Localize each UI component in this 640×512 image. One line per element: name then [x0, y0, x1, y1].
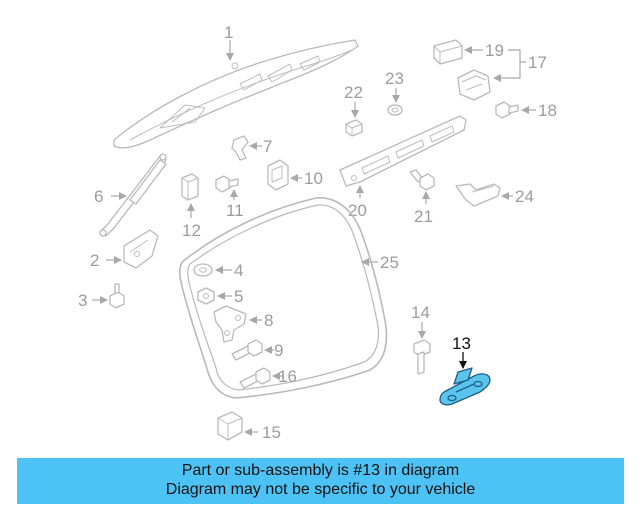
part-17-module — [457, 69, 491, 101]
callout-25: 25 — [380, 253, 399, 272]
callout-13: 13 — [452, 334, 471, 353]
part-3-bolt — [109, 283, 125, 309]
part-21-stud — [409, 169, 435, 191]
info-banner: Part or sub-assembly is #13 in diagram D… — [17, 458, 624, 504]
callout-14: 14 — [411, 303, 430, 322]
callout-22: 22 — [344, 83, 363, 102]
callout-3: 3 — [78, 291, 87, 310]
part-18-bolt — [495, 101, 519, 119]
callout-1: 1 — [224, 23, 233, 42]
callout-12: 12 — [182, 221, 201, 240]
callout-10: 10 — [304, 169, 323, 188]
part-7-clip — [231, 135, 249, 161]
part-20-garnish-trim — [339, 115, 467, 187]
part-5-nut — [197, 287, 215, 305]
part-1-roof-panel — [113, 39, 359, 149]
part-25-weatherstrip — [179, 197, 388, 399]
part-2-hinge-bracket — [123, 229, 159, 269]
callout-17: 17 — [528, 53, 547, 72]
part-22-clip — [345, 119, 363, 137]
part-12-bump-stop — [181, 173, 199, 201]
part-19-connector — [433, 39, 463, 65]
part-24-handle — [455, 183, 501, 207]
callout-15: 15 — [262, 423, 281, 442]
part-13-striker-highlighted — [439, 367, 491, 406]
callout-5: 5 — [234, 287, 243, 306]
part-6-lift-support-strut — [99, 153, 167, 237]
part-14-stud — [413, 339, 431, 375]
part-10-bracket — [267, 159, 289, 191]
callout-4: 4 — [234, 261, 243, 280]
part-23-grommet — [387, 104, 403, 116]
leader-17-bracket — [508, 49, 521, 79]
part-11-screw — [215, 175, 239, 193]
part-16-bolt — [239, 367, 271, 389]
callout-11: 11 — [226, 201, 244, 220]
callout-20: 20 — [348, 201, 367, 220]
banner-line-disclaimer: Diagram may not be specific to your vehi… — [165, 481, 476, 498]
part-4-grommet — [193, 263, 213, 277]
callout-8: 8 — [264, 311, 273, 330]
callout-9: 9 — [274, 341, 283, 360]
callout-16: 16 — [278, 367, 297, 386]
callout-23: 23 — [385, 69, 404, 88]
part-9-bolt — [231, 339, 263, 361]
callout-19: 19 — [485, 41, 504, 60]
part-15-bumper-pad — [217, 411, 243, 441]
part-8-hinge — [213, 305, 247, 343]
banner-line-part-info: Part or sub-assembly is #13 in diagram — [181, 462, 460, 479]
callout-24: 24 — [515, 187, 534, 206]
callout-18: 18 — [538, 101, 557, 120]
callout-2: 2 — [90, 251, 99, 270]
callout-6: 6 — [94, 187, 103, 206]
callout-21: 21 — [414, 207, 433, 226]
callout-7: 7 — [263, 137, 272, 156]
